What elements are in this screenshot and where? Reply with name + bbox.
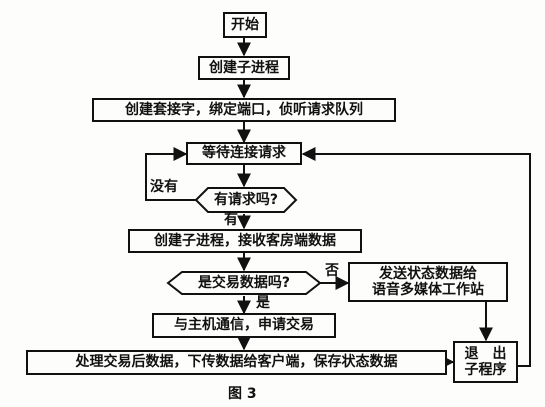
edge-label-yes-trade: 是	[256, 295, 270, 311]
socket-node: 创建套接字，绑定端口，侦听请求队列	[92, 98, 396, 122]
send-status-line2: 语音多媒体工作站	[372, 282, 484, 298]
edge-label-no-trade: 否	[325, 263, 339, 279]
host-comm-node: 与主机通信，申请交易	[152, 313, 336, 338]
edge-label-no-request: 没有	[150, 179, 178, 195]
create-child-label: 创建子进程	[209, 59, 279, 76]
process-node: 处理交易后数据，下传数据给客户端，保存状态数据	[26, 350, 447, 375]
create-child-node: 创建子进程	[198, 56, 290, 80]
process-label: 处理交易后数据，下传数据给客户端，保存状态数据	[75, 354, 398, 371]
socket-label: 创建套接字，绑定端口，侦听请求队列	[125, 101, 363, 118]
send-status-line1: 发送状态数据给	[379, 265, 477, 282]
exit-node: 退 出 子程序	[453, 341, 518, 383]
is-trade-label: 是交易数据吗?	[197, 275, 291, 291]
create-recv-node: 创建子进程，接收客房端数据	[128, 229, 362, 253]
create-recv-label: 创建子进程，接收客房端数据	[154, 232, 336, 249]
send-status-node: 发送状态数据给 语音多媒体工作站	[348, 262, 508, 302]
host-comm-label: 与主机通信，申请交易	[174, 317, 314, 334]
wait-label: 等待连接请求	[202, 145, 286, 162]
exit-line1: 退 出	[464, 345, 507, 362]
arrow-exit-loop-to-wait	[301, 147, 531, 367]
is-trade-diamond	[166, 271, 322, 295]
figure-caption: 图 3	[228, 386, 257, 402]
start-node: 开始	[223, 12, 267, 38]
exit-line2: 子程序	[464, 362, 507, 378]
wait-node: 等待连接请求	[186, 142, 302, 165]
arrow-no-request-loop	[145, 147, 196, 201]
has-request-label: 有请求吗?	[213, 192, 279, 208]
has-request-diamond	[194, 187, 298, 213]
start-label: 开始	[231, 16, 259, 33]
edge-label-has-request: 有	[224, 212, 238, 228]
